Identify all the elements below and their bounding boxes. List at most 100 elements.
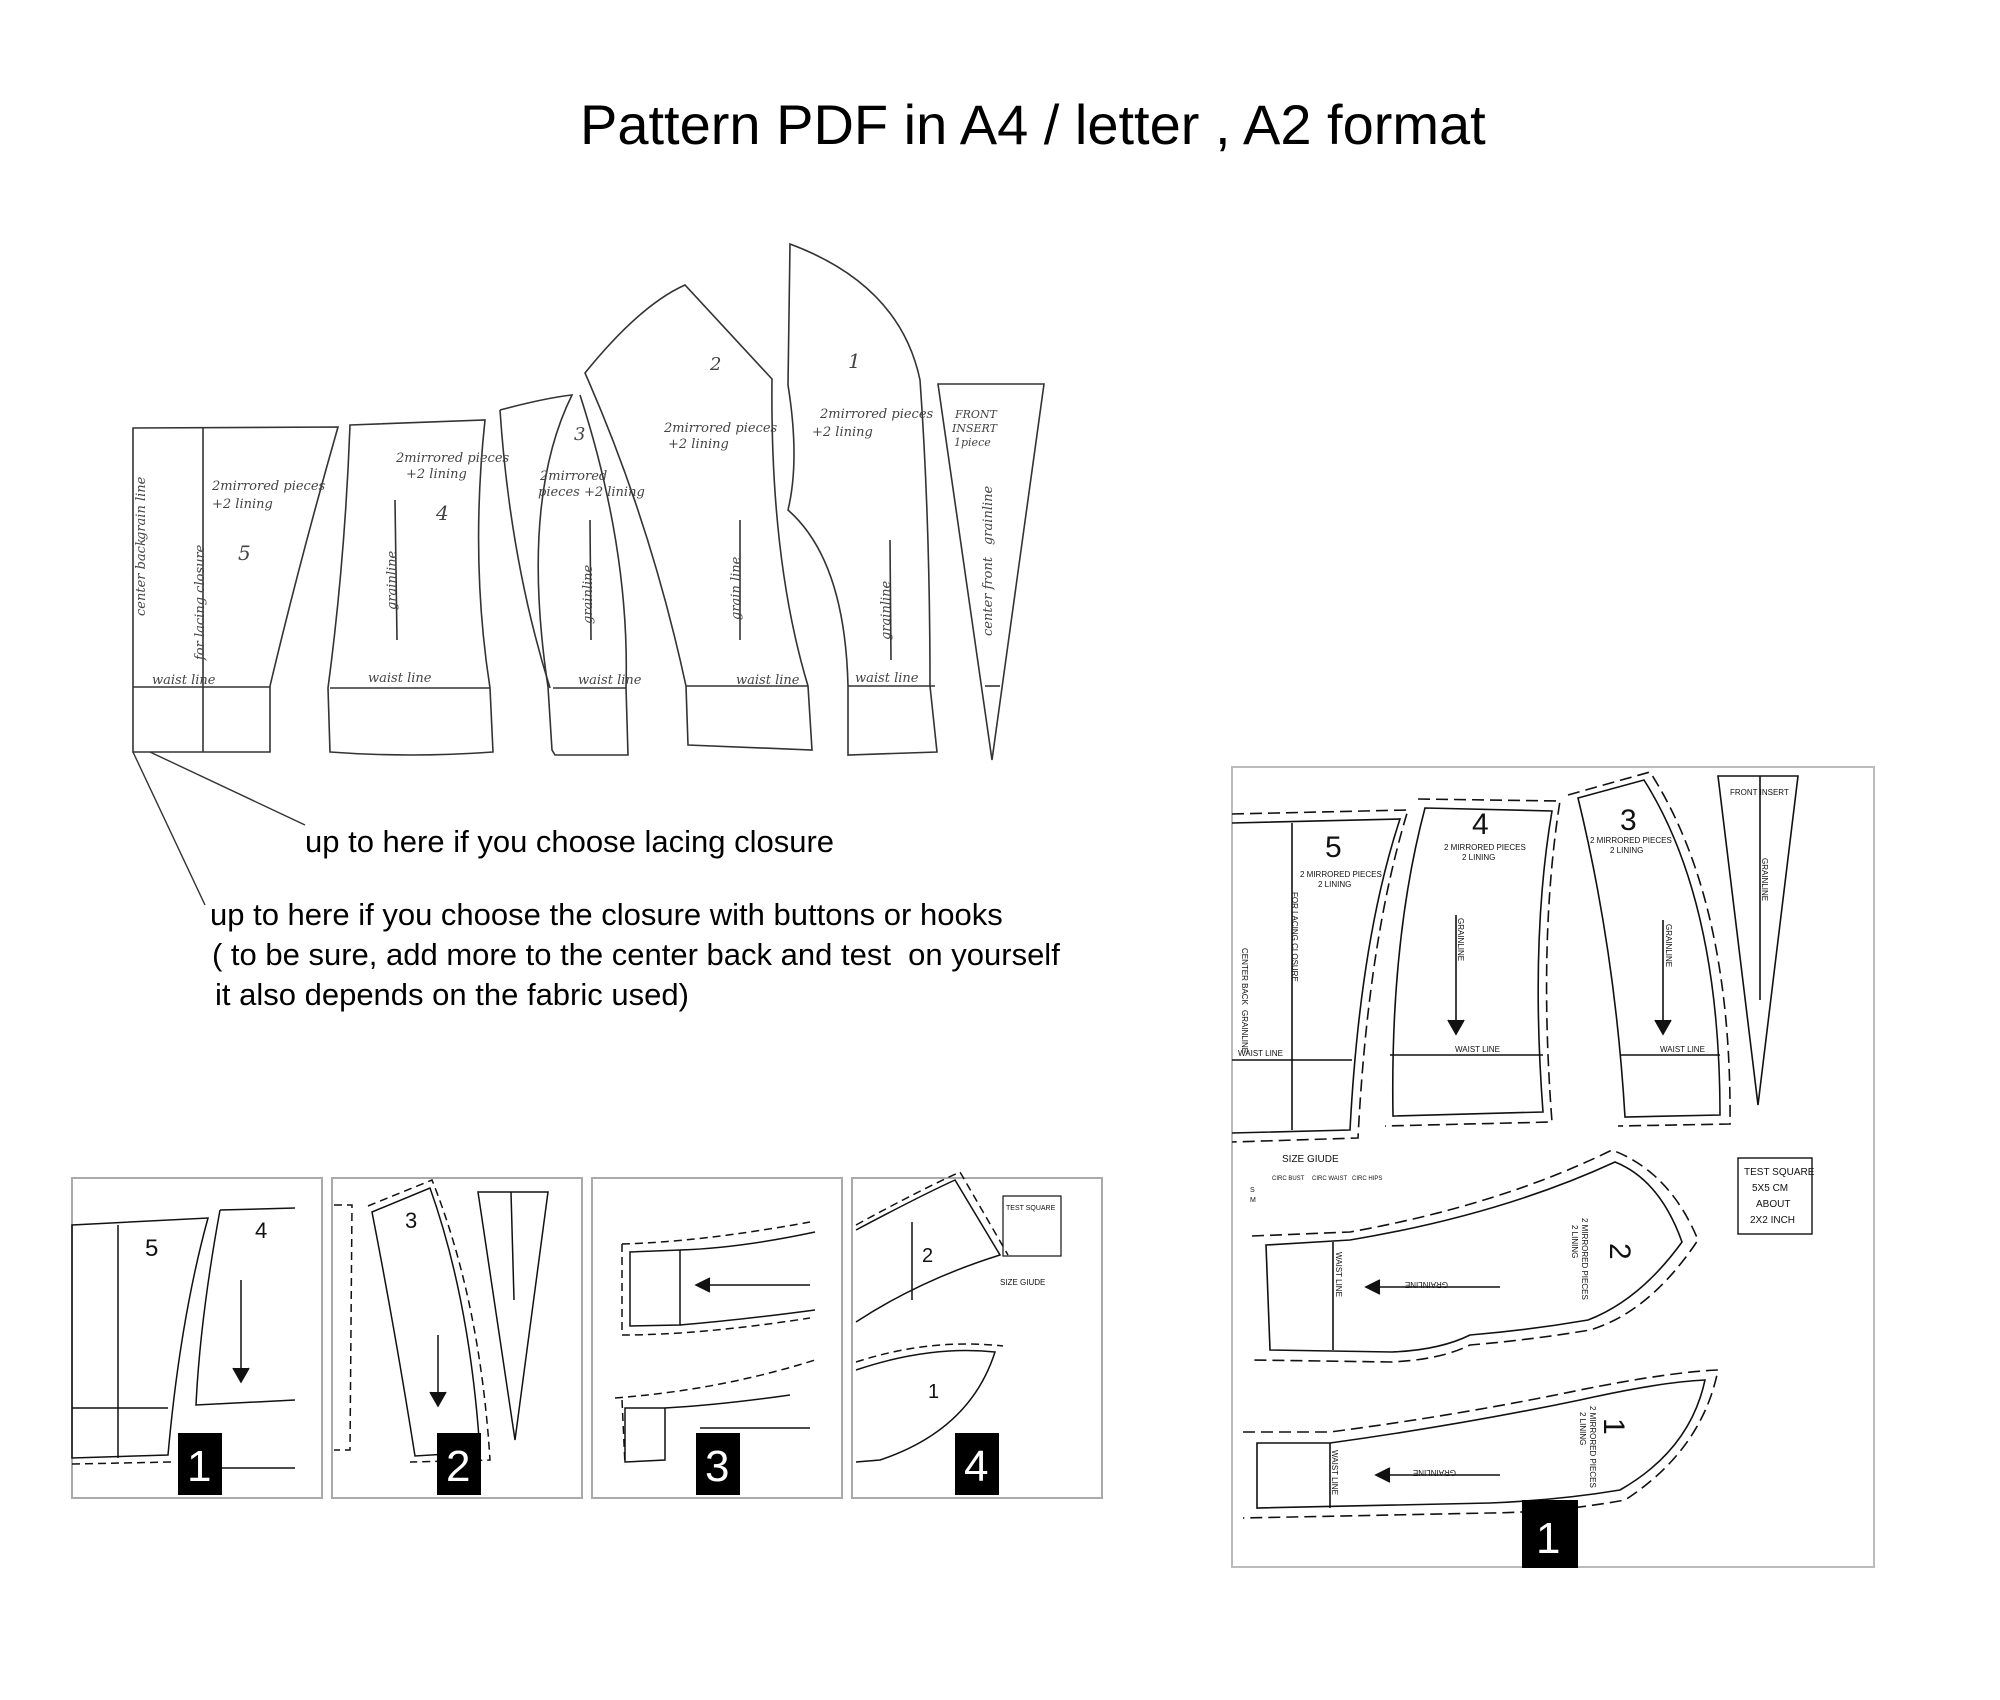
a2-waist-line-4: WAIST LINE bbox=[1455, 1045, 1500, 1054]
hand-lining-3: pieces +2 lining bbox=[538, 485, 645, 500]
hand-mirrored-3: 2mirrored bbox=[539, 469, 607, 484]
a2-about: ABOUT bbox=[1756, 1199, 1790, 1210]
hand-grainline-4: grainline bbox=[385, 550, 400, 610]
page-title: Pattern PDF in A4 / letter , A2 format bbox=[580, 93, 1486, 156]
a2-grainline-4: GRAINLINE bbox=[1456, 918, 1465, 961]
hand-grainline-3: grainline bbox=[581, 564, 596, 624]
thumb4-test-square: TEST SQUARE bbox=[1006, 1205, 1056, 1212]
hand-center-back-label: center back bbox=[134, 538, 149, 616]
hand-lining-2: +2 lining bbox=[668, 437, 729, 452]
a2-grainline-3: GRAINLINE bbox=[1664, 924, 1673, 967]
hand-mirrored-4: 2mirrored pieces bbox=[395, 451, 510, 466]
hand-piece-1 bbox=[787, 242, 938, 756]
a2-center-back: CENTER BACK bbox=[1240, 948, 1249, 1006]
fabric-note: it also depends on the fabric used) bbox=[215, 977, 689, 1012]
a4-pages bbox=[71, 1171, 1103, 1499]
a2-for-lacing: FOR LACING CLOSURE bbox=[1290, 892, 1299, 982]
a2-circ-bust: CIRC BUST bbox=[1272, 1176, 1305, 1182]
hand-grainline-front: grainline bbox=[981, 485, 996, 545]
a2-grainline-5: GRAINLINE bbox=[1240, 1010, 1249, 1053]
a2-grainline-front: GRAINLINE bbox=[1760, 858, 1769, 901]
hand-mirrored-5: 2mirrored pieces bbox=[211, 479, 326, 494]
hand-lining-1: +2 lining bbox=[812, 425, 873, 440]
hand-lining-5: +2 lining bbox=[212, 497, 273, 512]
center-back-note: ( to be sure, add more to the center bac… bbox=[212, 937, 1060, 972]
a2-grainline-2: GRAINLINE bbox=[1405, 1280, 1448, 1289]
a2-test-square: TEST SQUARE bbox=[1744, 1167, 1815, 1178]
a2-test-inch: 2X2 INCH bbox=[1750, 1215, 1795, 1226]
hand-insert-label: INSERT bbox=[951, 422, 999, 435]
hand-waist-line-5: waist line bbox=[152, 673, 216, 688]
hand-piece-2 bbox=[584, 284, 813, 751]
a2-lining-5: 2 LINING bbox=[1318, 880, 1351, 889]
a2-mirrored-3: 2 MIRRORED PIECES bbox=[1590, 836, 1672, 845]
hand-for-lacing-label: for lacing closure bbox=[193, 544, 208, 661]
thumb2-num-3: 3 bbox=[405, 1208, 417, 1233]
a2-num-3: 3 bbox=[1620, 804, 1637, 837]
a2-mirrored-4: 2 MIRRORED PIECES bbox=[1444, 843, 1526, 852]
hand-mirrored-1: 2mirrored pieces bbox=[819, 407, 934, 422]
page-badge-2-label: 2 bbox=[446, 1442, 470, 1491]
hand-piece-num-5: 5 bbox=[238, 541, 251, 565]
a2-grainline-1: GRAINLINE bbox=[1413, 1468, 1456, 1477]
a2-waist-line-3: WAIST LINE bbox=[1660, 1045, 1705, 1054]
hand-piece-num-2: 2 bbox=[709, 354, 721, 375]
hand-grainline-1: grainline bbox=[879, 580, 894, 640]
a2-lining-1: 2 LINING bbox=[1578, 1412, 1587, 1445]
a2-page-badge: 1 bbox=[1522, 1500, 1578, 1568]
page-badge-4: 4 bbox=[955, 1433, 999, 1495]
a2-circ-hips: CIRC HIPS bbox=[1352, 1176, 1382, 1182]
a4-page-3 bbox=[591, 1177, 843, 1499]
hand-drawn-pattern bbox=[132, 242, 1045, 906]
hand-grain-line-2: grain line bbox=[729, 556, 744, 620]
page-badges: 1 2 3 4 bbox=[178, 1433, 999, 1495]
page-badge-3-label: 3 bbox=[705, 1442, 729, 1491]
a2-size-guide: SIZE GIUDE bbox=[1282, 1154, 1339, 1165]
page-badge-4-label: 4 bbox=[964, 1442, 988, 1491]
hand-grain-line-label: grain line bbox=[134, 476, 149, 540]
hand-piece-5 bbox=[132, 426, 340, 906]
lacing-note: up to here if you choose lacing closure bbox=[305, 824, 835, 859]
hand-piece-num-3: 3 bbox=[574, 424, 585, 445]
hand-waist-line-2: waist line bbox=[736, 673, 800, 688]
hand-piece-num-1: 1 bbox=[848, 349, 861, 373]
a2-num-5: 5 bbox=[1325, 831, 1342, 864]
thumb1-num-5: 5 bbox=[145, 1235, 158, 1262]
a2-waist-line-1: WAIST LINE bbox=[1330, 1450, 1339, 1495]
a2-waist-line-5: WAIST LINE bbox=[1238, 1049, 1283, 1058]
a2-num-4: 4 bbox=[1472, 808, 1489, 841]
thumb4-num-2: 2 bbox=[922, 1245, 933, 1267]
a2-size-m: M bbox=[1250, 1197, 1256, 1204]
a2-mirrored-5: 2 MIRRORED PIECES bbox=[1300, 870, 1382, 879]
hand-waist-line-4: waist line bbox=[368, 671, 432, 686]
a2-lining-4: 2 LINING bbox=[1462, 853, 1495, 862]
page-badge-3: 3 bbox=[696, 1433, 740, 1495]
hand-waist-line-1: waist line bbox=[855, 671, 919, 686]
a2-front-insert: FRONT INSERT bbox=[1730, 788, 1789, 797]
a2-lining-2: 2 LINING bbox=[1570, 1225, 1579, 1258]
hand-center-front-label: center front bbox=[981, 556, 996, 636]
a2-mirrored-1: 2 MIRRORED PIECES bbox=[1588, 1406, 1597, 1488]
thumb4-size-guide: SIZE GIUDE bbox=[1000, 1278, 1045, 1287]
hand-front-label: FRONT bbox=[954, 408, 999, 421]
a2-num-1: 1 bbox=[1597, 1418, 1630, 1435]
a2-circ-waist: CIRC WAIST bbox=[1312, 1176, 1347, 1182]
hand-piece-4 bbox=[327, 419, 494, 756]
thumb4-num-1: 1 bbox=[928, 1381, 939, 1403]
a2-test-size: 5X5 CM bbox=[1752, 1183, 1788, 1194]
a4-page-4 bbox=[851, 1171, 1103, 1499]
a2-mirrored-2: 2 MIRRORED PIECES bbox=[1580, 1218, 1589, 1300]
a2-num-2: 2 bbox=[1603, 1243, 1636, 1260]
buttons-note: up to here if you choose the closure wit… bbox=[210, 897, 1003, 932]
page-badge-1-label: 1 bbox=[187, 1442, 211, 1491]
hand-mirrored-2: 2mirrored pieces bbox=[663, 421, 778, 436]
a2-lining-3: 2 LINING bbox=[1610, 846, 1643, 855]
thumb1-num-4: 4 bbox=[255, 1218, 267, 1243]
hand-piece-3 bbox=[499, 394, 629, 756]
page-badge-2: 2 bbox=[437, 1433, 481, 1495]
hand-lining-4: +2 lining bbox=[406, 467, 467, 482]
a2-size-s: S bbox=[1250, 1187, 1255, 1194]
hand-front-insert bbox=[937, 383, 1045, 761]
a2-page-badge-label: 1 bbox=[1536, 1514, 1560, 1563]
